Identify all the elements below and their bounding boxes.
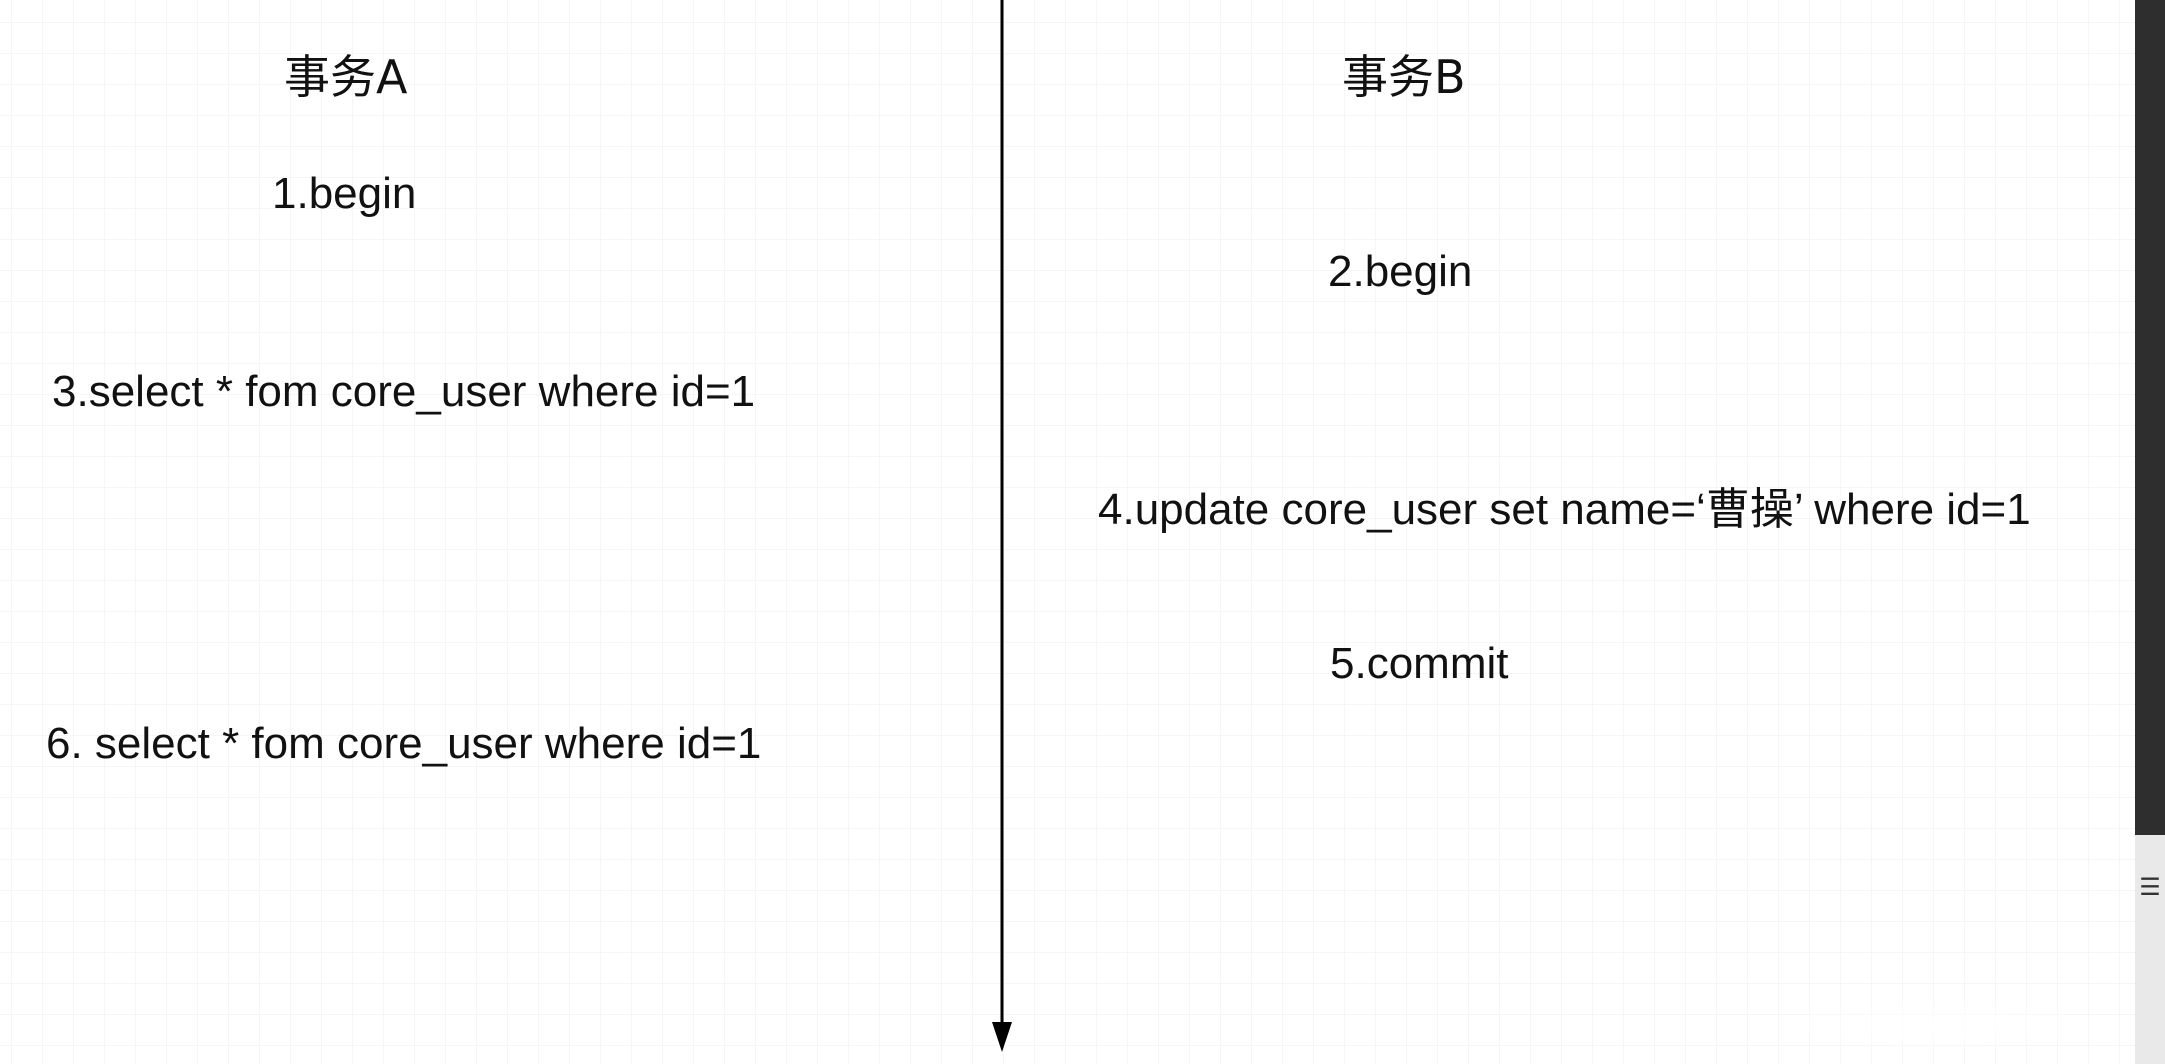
side-panel-toolbar: [2135, 835, 2165, 1064]
transaction-a-step-6: 6. select * fom core_user where id=1: [46, 719, 762, 768]
transaction-a-step-1: 1.begin: [272, 169, 417, 218]
transaction-b-step-4: 4.update core_user set name=‘曹操’ where i…: [1098, 485, 2031, 534]
transaction-b-step-2: 2.begin: [1328, 247, 1473, 296]
transaction-b-step-5: 5.commit: [1330, 639, 1509, 688]
menu-lines-icon[interactable]: ☰: [2139, 873, 2161, 901]
transaction-a-step-3: 3.select * fom core_user where id=1: [52, 367, 756, 416]
timeline-arrow: [992, 0, 1012, 1052]
arrow-down-icon: [992, 1022, 1012, 1052]
transaction-b-title: 事务B: [1342, 50, 1466, 104]
watermark-area: [1770, 1000, 2100, 1050]
transaction-a-title: 事务A: [284, 50, 408, 104]
